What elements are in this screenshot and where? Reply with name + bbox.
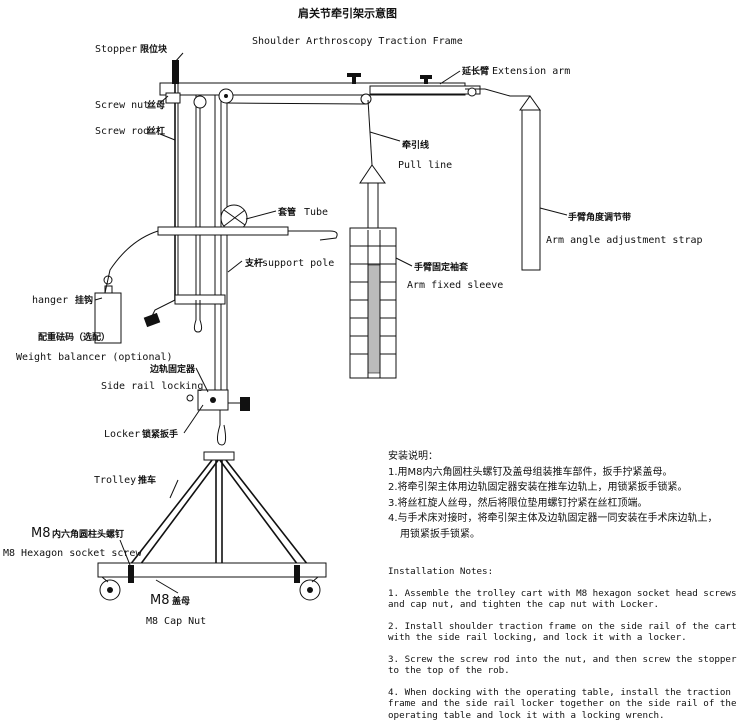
notes-cn-item-1: 1.用M8内六角圆柱头螺钉及盖母组装推车部件，扳手拧紧盖母。 [388, 466, 673, 478]
label-tube-en: Tube [304, 207, 328, 218]
screw-nut [165, 92, 181, 104]
label-locker-en: Locker [104, 429, 140, 440]
notes-cn-item-2: 2.将牵引架主体用边轨固定器安装在推车边轨上，用锁紧扳手锁紧。 [388, 482, 688, 493]
label-side-rail-en: Side rail locking [101, 381, 203, 392]
label-hanger-cn: 挂钩 [75, 294, 93, 306]
stopper [172, 60, 179, 84]
hanger [104, 230, 159, 294]
notes-cn-item-4: 4.与手术床对接时，将牵引架主体及边轨固定器一同安装在手术床边轨上， [388, 513, 718, 524]
notes-en-item-3: 3. Screw the screw rod into the nut, and… [388, 653, 737, 677]
notes-en-heading: Installation Notes: [388, 566, 494, 577]
label-m8-screw-cn: 内六角圆柱头螺钉 [52, 528, 124, 540]
label-screw-rod-en: Screw rod [95, 126, 149, 137]
label-arm-sleeve-cn: 手臂固定袖套 [414, 261, 469, 273]
label-support-pole-cn: 支杆 [244, 257, 263, 269]
label-extension-arm-cn: 延长臂 [461, 65, 489, 77]
label-extension-arm-en: Extension arm [492, 66, 570, 77]
title-cn: 肩关节牵引架示意图 [298, 6, 397, 20]
notes-cn: 安装说明： 1.用M8内六角圆柱头螺钉及盖母组装推车部件，扳手拧紧盖母。 2.将… [388, 449, 740, 542]
label-support-pole-en: support pole [262, 258, 334, 269]
label-arm-sleeve-en: Arm fixed sleeve [407, 280, 503, 291]
extension-arm [369, 85, 481, 95]
notes-cn-item-4-cont: 用锁紧扳手锁紧。 [400, 528, 480, 540]
notes-cn-heading: 安装说明： [388, 451, 438, 462]
label-m8-nut-cn: 盖母 [172, 595, 190, 607]
label-side-rail-cn: 边轨固定器 [149, 363, 196, 375]
frame-drawing [94, 60, 541, 601]
notes-en: Installation Notes: 1. Assemble the trol… [388, 566, 740, 721]
label-m8-screw-big: M8 [31, 526, 51, 541]
label-trolley-en: Trolley [94, 475, 136, 486]
notes-cn-item-3: 3.将丝杠旋人丝母，然后将限位垫用螺钉拧紧在丝杠顶端。 [388, 497, 648, 509]
arm-angle-strap [521, 109, 541, 271]
label-screw-nut-en: Screw nut [95, 100, 149, 111]
label-m8-nut-en: M8 Cap Nut [146, 616, 206, 627]
label-pull-line-cn: 牵引线 [402, 139, 429, 151]
label-pull-line-en: Pull line [398, 160, 452, 171]
label-screw-rod-cn: 丝杠 [147, 125, 165, 137]
notes-en-item-4: 4. When docking with the operating table… [388, 686, 737, 721]
label-m8-nut-big: M8 [150, 593, 170, 608]
label-locker-cn: 锁紧扳手 [142, 428, 178, 440]
trolley [97, 451, 327, 601]
notes-en-item-1: 1. Assemble the trolley cart with M8 hex… [388, 587, 737, 611]
leader-lines [94, 52, 568, 594]
title-en: Shoulder Arthroscopy Traction Frame [252, 36, 463, 47]
tube [157, 226, 289, 236]
notes-en-item-2: 2. Install shoulder traction frame on th… [388, 620, 737, 644]
label-weight-balancer-en: Weight balancer (optional) [16, 352, 173, 363]
label-arm-strap-cn: 手臂角度调节带 [568, 211, 631, 223]
label-trolley-cn: 推车 [138, 474, 156, 486]
installation-notes: 安装说明： 1.用M8内六角圆柱头螺钉及盖母组装推车部件，扳手拧紧盖母。 2.将… [388, 449, 740, 721]
weight-balancer [94, 292, 122, 344]
label-weight-balancer-cn: 配重砝码（选配） [38, 331, 110, 343]
label-arm-strap-en: Arm angle adjustment strap [546, 235, 703, 246]
label-tube-cn: 套管 [278, 206, 296, 218]
label-m8-screw-en: M8 Hexagon socket screw [3, 548, 142, 559]
label-hanger-en: hanger [32, 295, 68, 306]
label-stopper-en: Stopper [95, 44, 137, 55]
label-screw-nut-cn: 丝母 [147, 99, 165, 111]
sleeve-strips [350, 230, 396, 378]
label-stopper-cn: 限位块 [140, 43, 168, 55]
